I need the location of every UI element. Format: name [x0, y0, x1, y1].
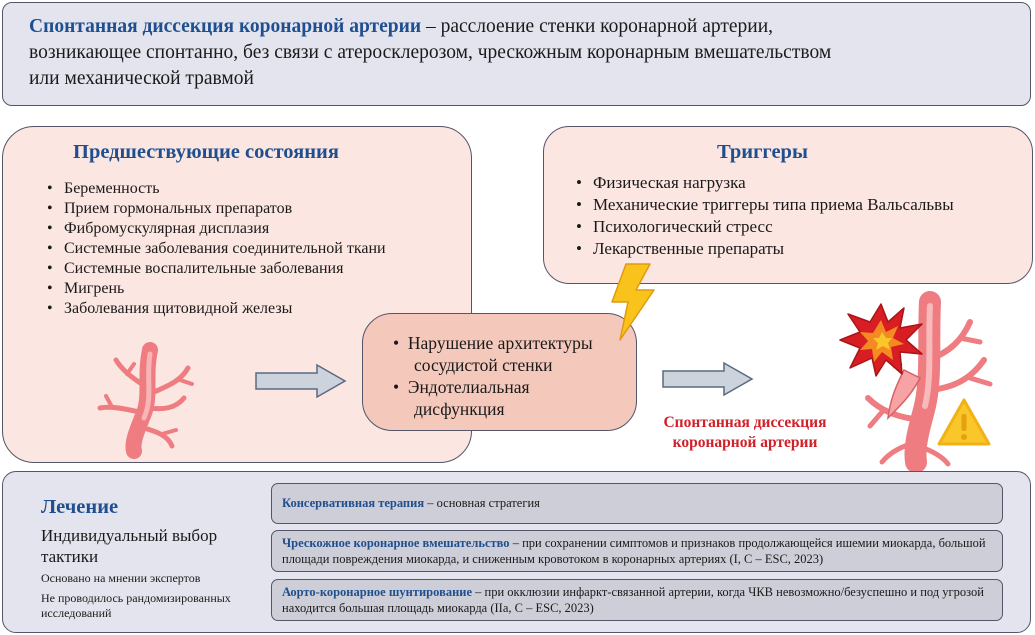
- predisposing-title: Предшествующие состояния: [73, 141, 339, 163]
- treatment-expert-note: Основано на мнении экспертов: [41, 571, 201, 585]
- treatment-option-desc: – при сохранении симптомов и признаков п…: [282, 536, 986, 566]
- outcome-line-1: Спонтанная диссекция: [663, 414, 827, 431]
- definition-line-1-rest: – расслоение стенки коронарной артерии,: [421, 16, 774, 37]
- lightning-icon: [611, 263, 655, 341]
- treatment-option-pci: Чрескожное коронарное вмешательство – пр…: [271, 530, 1003, 572]
- arrow-right-icon: [662, 361, 754, 397]
- treatment-option-name: Консервативная терапия: [282, 496, 425, 510]
- arrow-right-icon: [255, 363, 347, 399]
- triggers-list: Физическая нагрузка Механические триггер…: [576, 172, 954, 260]
- treatment-option-cabg: Аорто-коронарное шунтирование – при оккл…: [271, 579, 1003, 621]
- healthy-vessel-icon: [97, 342, 194, 459]
- explosion-icon: [839, 303, 923, 377]
- list-item: Заболевания щитовидной железы: [47, 299, 386, 319]
- outcome-label: Спонтанная диссекция коронарной артерии: [640, 413, 850, 453]
- list-item: Психологический стресс: [576, 216, 954, 238]
- triggers-panel: Триггеры Физическая нагрузка Механически…: [543, 126, 1033, 284]
- list-item: Механические триггеры типа приема Вальса…: [576, 194, 954, 216]
- list-item: Прием гормональных препаратов: [47, 199, 386, 219]
- list-item: • Нарушение архитектуры: [393, 333, 593, 353]
- treatment-panel: Лечение Индивидуальный выбор тактики Осн…: [2, 471, 1031, 633]
- predisposing-conditions-panel: Предшествующие состояния Беременность Пр…: [2, 126, 472, 463]
- outcome-line-2: коронарной артерии: [672, 434, 818, 451]
- list-item: Физическая нагрузка: [576, 172, 954, 194]
- list-item: Мигрень: [47, 279, 386, 299]
- treatment-option-desc: – основная стратегия: [424, 496, 540, 510]
- definition-line-3: или механической травмой: [29, 68, 254, 89]
- mechanism-item-1-line-1: Нарушение архитектуры: [407, 333, 593, 353]
- list-item: Беременность: [47, 179, 386, 199]
- treatment-option-desc: – при окклюзии инфаркт-связанной артерии…: [282, 585, 984, 615]
- predisposing-list: Беременность Прием гормональных препарат…: [47, 179, 386, 319]
- treatment-option-name: Чрескожное коронарное вмешательство: [282, 536, 510, 550]
- definition-line-1: Спонтанная диссекция коронарной артерии …: [29, 14, 1004, 40]
- list-item-continuation: сосудистой стенки: [414, 355, 553, 375]
- warning-icon: [937, 398, 991, 446]
- treatment-individual-choice: Индивидуальный выбор тактики: [41, 526, 218, 566]
- mechanism-item-2-line-1: Эндотелиальная: [407, 377, 530, 397]
- mechanism-panel: • Нарушение архитектуры сосудистой стенк…: [362, 313, 637, 431]
- list-item: Фибромускулярная дисплазия: [47, 219, 386, 239]
- definition-banner: Спонтанная диссекция коронарной артерии …: [2, 2, 1031, 106]
- list-item-continuation: дисфункция: [414, 399, 505, 419]
- mechanism-list: • Нарушение архитектуры сосудистой стенк…: [393, 332, 593, 420]
- definition-line-2: возникающее спонтанно, без связи с атеро…: [29, 42, 832, 63]
- list-item: Системные воспалительные заболевания: [47, 259, 386, 279]
- dissected-vessel-icon: [865, 291, 993, 473]
- list-item: Лекарственные препараты: [576, 238, 954, 260]
- triggers-title: Триггеры: [717, 141, 808, 163]
- treatment-no-rct-note: Не проводилось рандомизированных исследо…: [41, 591, 231, 620]
- definition-term: Спонтанная диссекция коронарной артерии: [29, 16, 422, 37]
- treatment-option-name: Аорто-коронарное шунтирование: [282, 585, 473, 599]
- treatment-option-conservative: Консервативная терапия – основная страте…: [271, 483, 1003, 524]
- list-item: Системные заболевания соединительной тка…: [47, 239, 386, 259]
- treatment-title: Лечение: [41, 496, 119, 518]
- list-item: • Эндотелиальная: [393, 377, 530, 397]
